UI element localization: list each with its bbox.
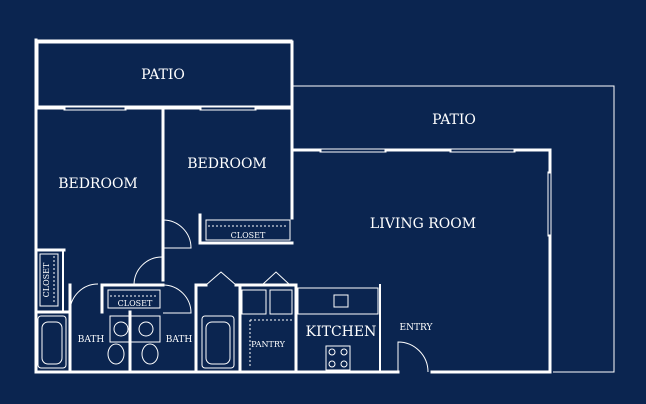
exterior-walls xyxy=(34,38,552,374)
closet-center-label: CLOSET xyxy=(231,231,266,240)
closet-left-label: CLOSET xyxy=(42,262,51,297)
bath-right-label: BATH xyxy=(166,335,193,345)
fixtures xyxy=(37,219,379,371)
interior-walls xyxy=(34,106,381,374)
living-room-label: LIVING ROOM xyxy=(370,216,476,232)
patio-top-left-label: PATIO xyxy=(141,67,185,83)
bedroom-center-label: BEDROOM xyxy=(187,156,267,172)
closet-middle-label: CLOSET xyxy=(118,299,153,308)
bath-left-label: BATH xyxy=(78,335,105,345)
patio-right-label: PATIO xyxy=(432,112,476,128)
bedroom-left-label: BEDROOM xyxy=(58,176,138,192)
entry-label: ENTRY xyxy=(400,323,434,333)
pantry-label: PANTRY xyxy=(251,340,286,349)
door-swings xyxy=(69,219,429,373)
kitchen-label: KITCHEN xyxy=(306,324,377,340)
